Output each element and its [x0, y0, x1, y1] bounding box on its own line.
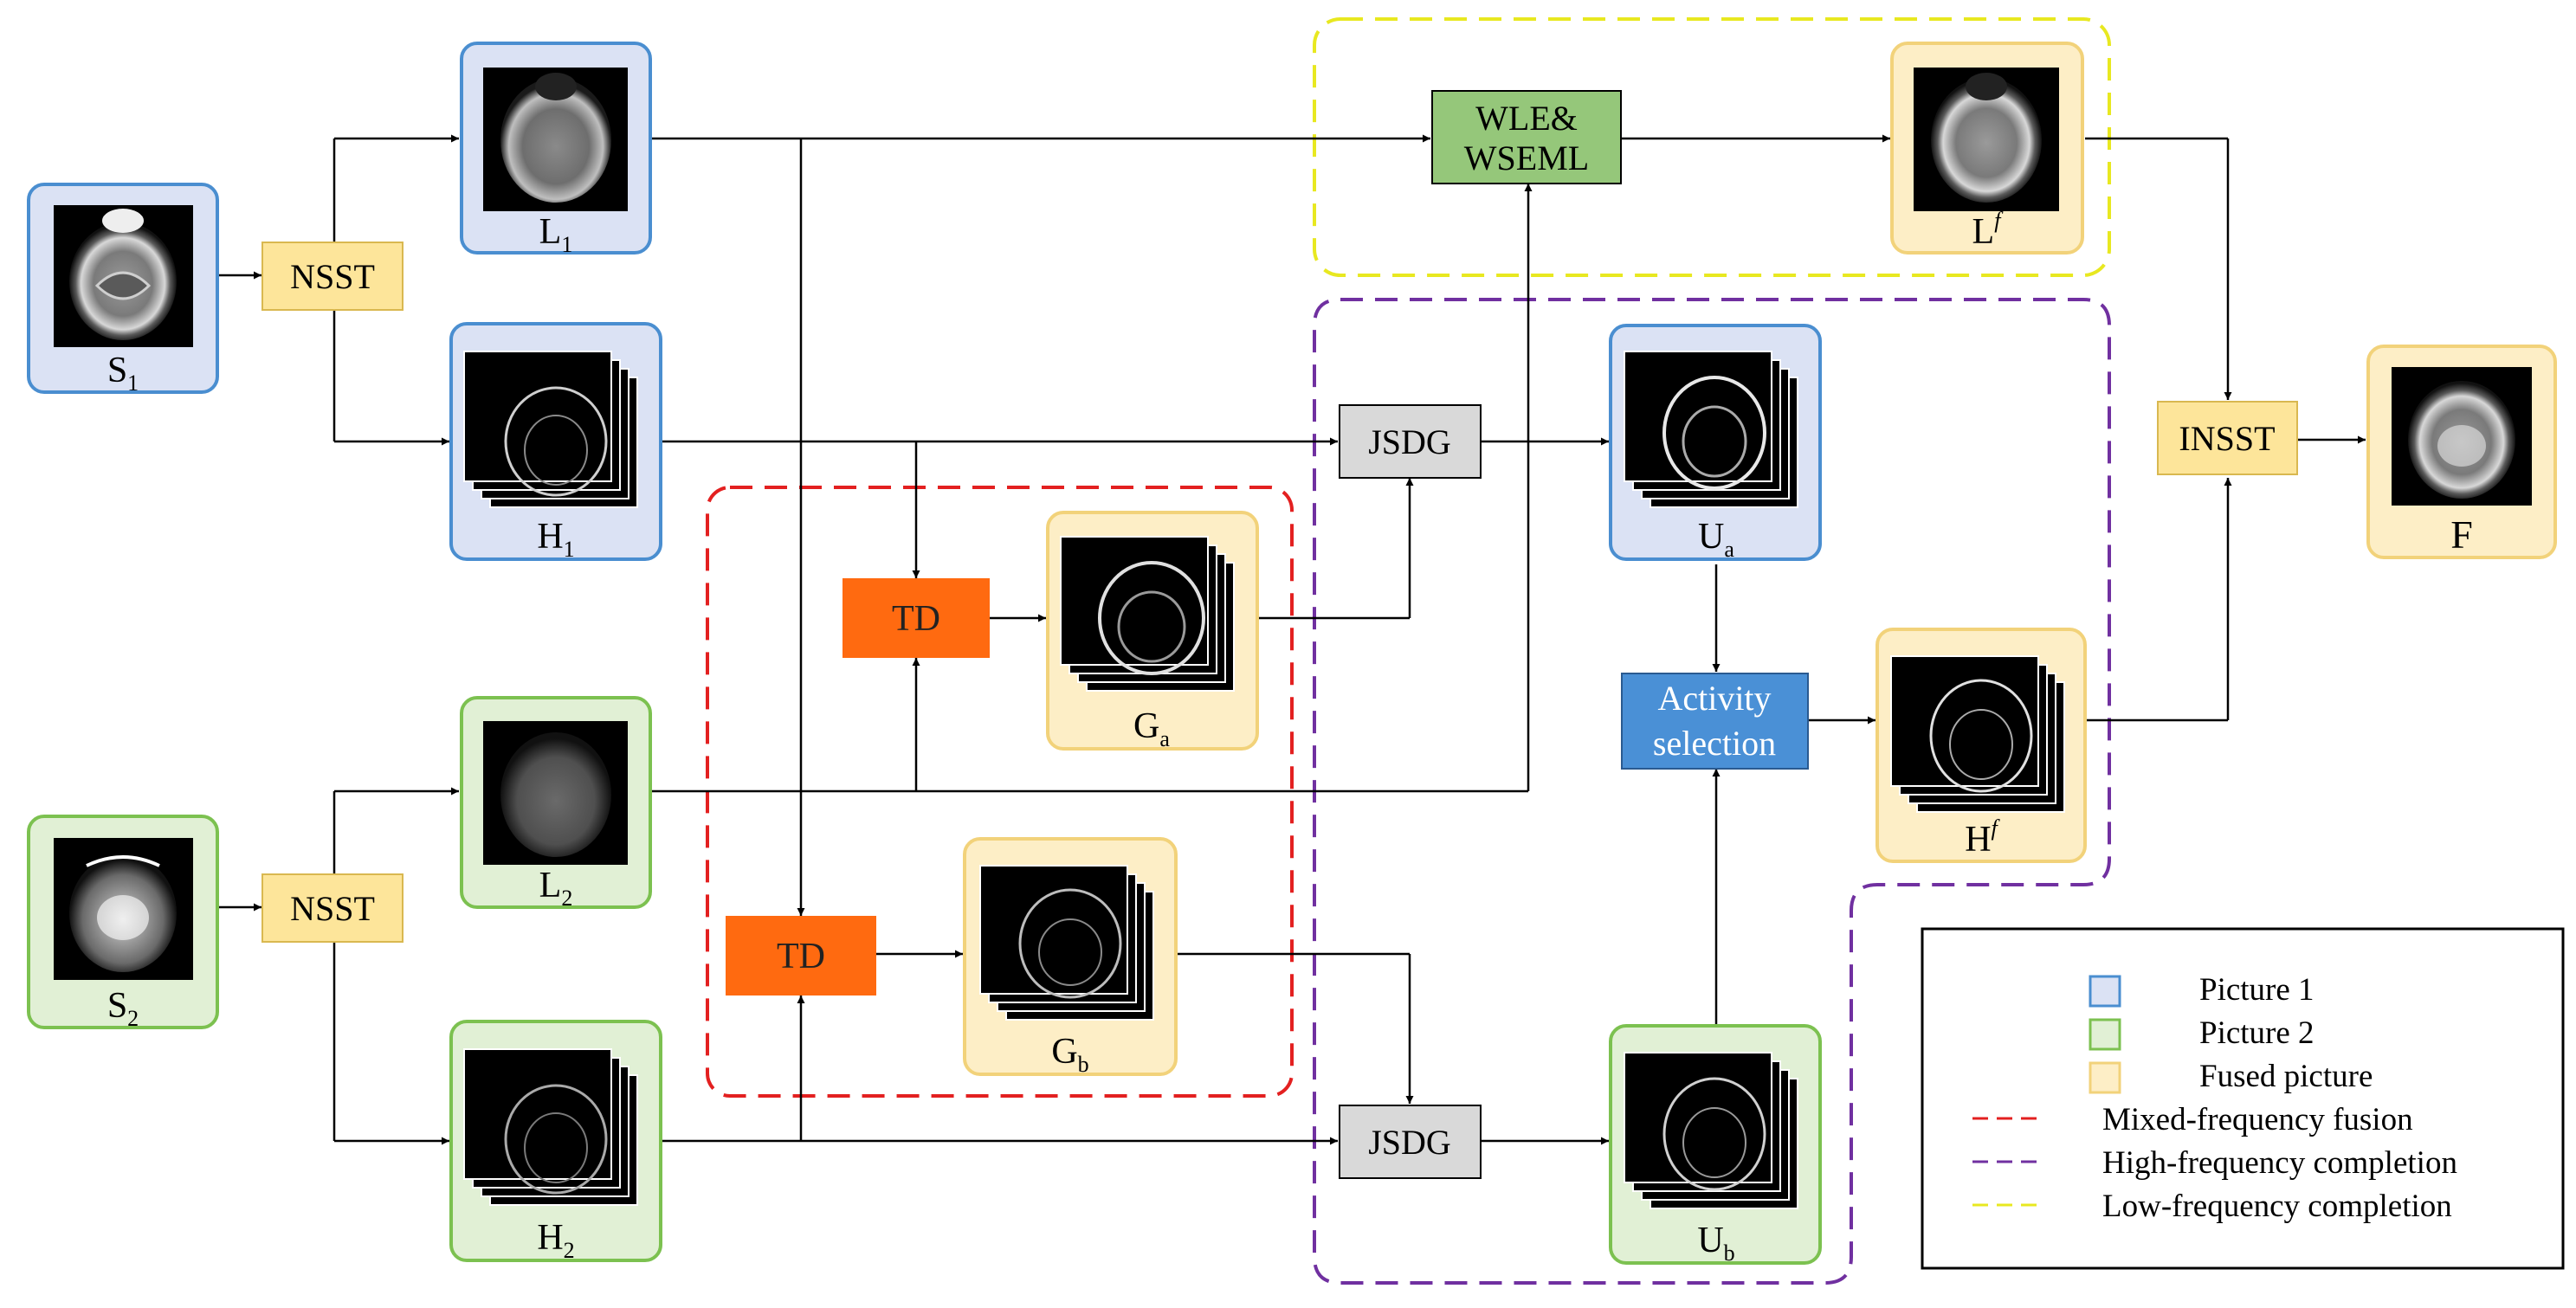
td-label-lower: TD	[777, 937, 825, 976]
legend-swatch-picture2	[2089, 1018, 2121, 1051]
ua-card: Ua	[1609, 324, 1822, 562]
l1-card: L1	[460, 42, 652, 257]
lf-superscript: f	[1994, 208, 2004, 233]
connectors	[218, 134, 2366, 1145]
h1-card: H1	[449, 322, 662, 562]
hf-superscript: f	[1992, 815, 2001, 841]
lf-card: Lf	[1890, 42, 2084, 255]
jsdg-box-lower: JSDG	[1339, 1105, 1482, 1179]
svg-text:L1: L1	[539, 212, 573, 257]
gb-card: Gb	[963, 837, 1178, 1077]
wle-wseml-box: WLE& WSEML	[1431, 90, 1622, 184]
l2-subscript: 2	[561, 886, 572, 911]
svg-text:Ua: Ua	[1698, 517, 1734, 562]
legend-label-low: Low-frequency completion	[2102, 1189, 2452, 1224]
jsdg-label-lower: JSDG	[1368, 1123, 1451, 1162]
activity-label-line1: Activity	[1657, 679, 1771, 718]
legend-label-fused: Fused picture	[2199, 1059, 2373, 1094]
jsdg-label-upper: JSDG	[1368, 422, 1451, 461]
s2-subscript: 2	[127, 1006, 139, 1031]
svg-text:Lf: Lf	[1972, 208, 2005, 252]
s2-card: S2	[27, 815, 219, 1031]
td-box-upper: TD	[843, 578, 990, 658]
activity-label-line2: selection	[1653, 724, 1776, 763]
ga-label: G	[1133, 706, 1159, 746]
td-label-upper: TD	[892, 599, 940, 639]
nsst-label-2: NSST	[290, 889, 375, 928]
h2-card: H2	[449, 1020, 662, 1263]
hf-card: Hf	[1876, 628, 2087, 863]
ua-subscript: a	[1724, 537, 1734, 562]
s1-subscript: 1	[127, 370, 139, 396]
gb-label: G	[1051, 1032, 1077, 1072]
nsst-box-2: NSST	[261, 873, 404, 943]
h1-label: H	[537, 517, 563, 557]
l1-label: L	[539, 212, 562, 252]
svg-text:H1: H1	[537, 517, 574, 562]
h2-stack	[463, 1048, 638, 1206]
h2-subscript: 2	[564, 1238, 575, 1263]
lf-label: L	[1972, 212, 1995, 252]
low-frequency-region	[1313, 17, 2111, 277]
ub-card: Ub	[1609, 1024, 1822, 1266]
ga-card: Ga	[1046, 511, 1259, 751]
ub-subscript: b	[1724, 1240, 1735, 1266]
insst-box: INSST	[2157, 401, 2298, 475]
wle-label-line2: WSEML	[1464, 139, 1589, 177]
legend-swatch-picture1	[2089, 975, 2121, 1008]
legend-swatch-fused	[2089, 1061, 2121, 1094]
wle-label-line1: WLE&	[1475, 99, 1578, 138]
l2-card: L2	[460, 696, 652, 911]
insst-label: INSST	[2179, 419, 2275, 458]
l1-subscript: 1	[561, 232, 572, 257]
h1-stack	[463, 351, 638, 508]
svg-text:S1: S1	[107, 351, 139, 396]
h2-label: H	[537, 1218, 563, 1258]
svg-text:Ub: Ub	[1697, 1221, 1734, 1266]
td-box-lower: TD	[726, 916, 876, 995]
l2-label: L	[539, 866, 562, 905]
f-card: F	[2366, 345, 2557, 559]
svg-text:H2: H2	[537, 1218, 574, 1263]
legend-label-mixed: Mixed-frequency fusion	[2102, 1102, 2413, 1137]
hf-label: H	[1965, 820, 1991, 860]
svg-text:S2: S2	[107, 986, 139, 1031]
svg-text:Ga: Ga	[1133, 706, 1170, 751]
svg-text:Hf: Hf	[1965, 815, 2000, 860]
svg-text:L2: L2	[539, 866, 573, 911]
s1-card: S1	[27, 183, 219, 396]
f-label: F	[2450, 512, 2473, 557]
nsst-label-1: NSST	[290, 257, 375, 296]
svg-text:Gb: Gb	[1051, 1032, 1088, 1077]
activity-selection-box: Activity selection	[1621, 673, 1809, 770]
jsdg-box-upper: JSDG	[1339, 404, 1482, 479]
legend-label-high: High-frequency completion	[2102, 1145, 2457, 1181]
nsst-box-1: NSST	[261, 242, 404, 311]
s2-label: S	[107, 986, 127, 1026]
legend-label-picture1: Picture 1	[2199, 972, 2315, 1008]
s1-label: S	[107, 351, 127, 390]
high-frequency-region	[1313, 298, 2111, 1285]
legend: Picture 1 Picture 2 Fused picture Mixed-…	[1921, 927, 2565, 1270]
ua-label: U	[1698, 517, 1724, 557]
h1-subscript: 1	[564, 537, 575, 562]
ub-label: U	[1697, 1221, 1723, 1260]
legend-label-picture2: Picture 2	[2199, 1015, 2315, 1051]
gb-subscript: b	[1078, 1052, 1089, 1077]
ga-subscript: a	[1159, 726, 1170, 751]
